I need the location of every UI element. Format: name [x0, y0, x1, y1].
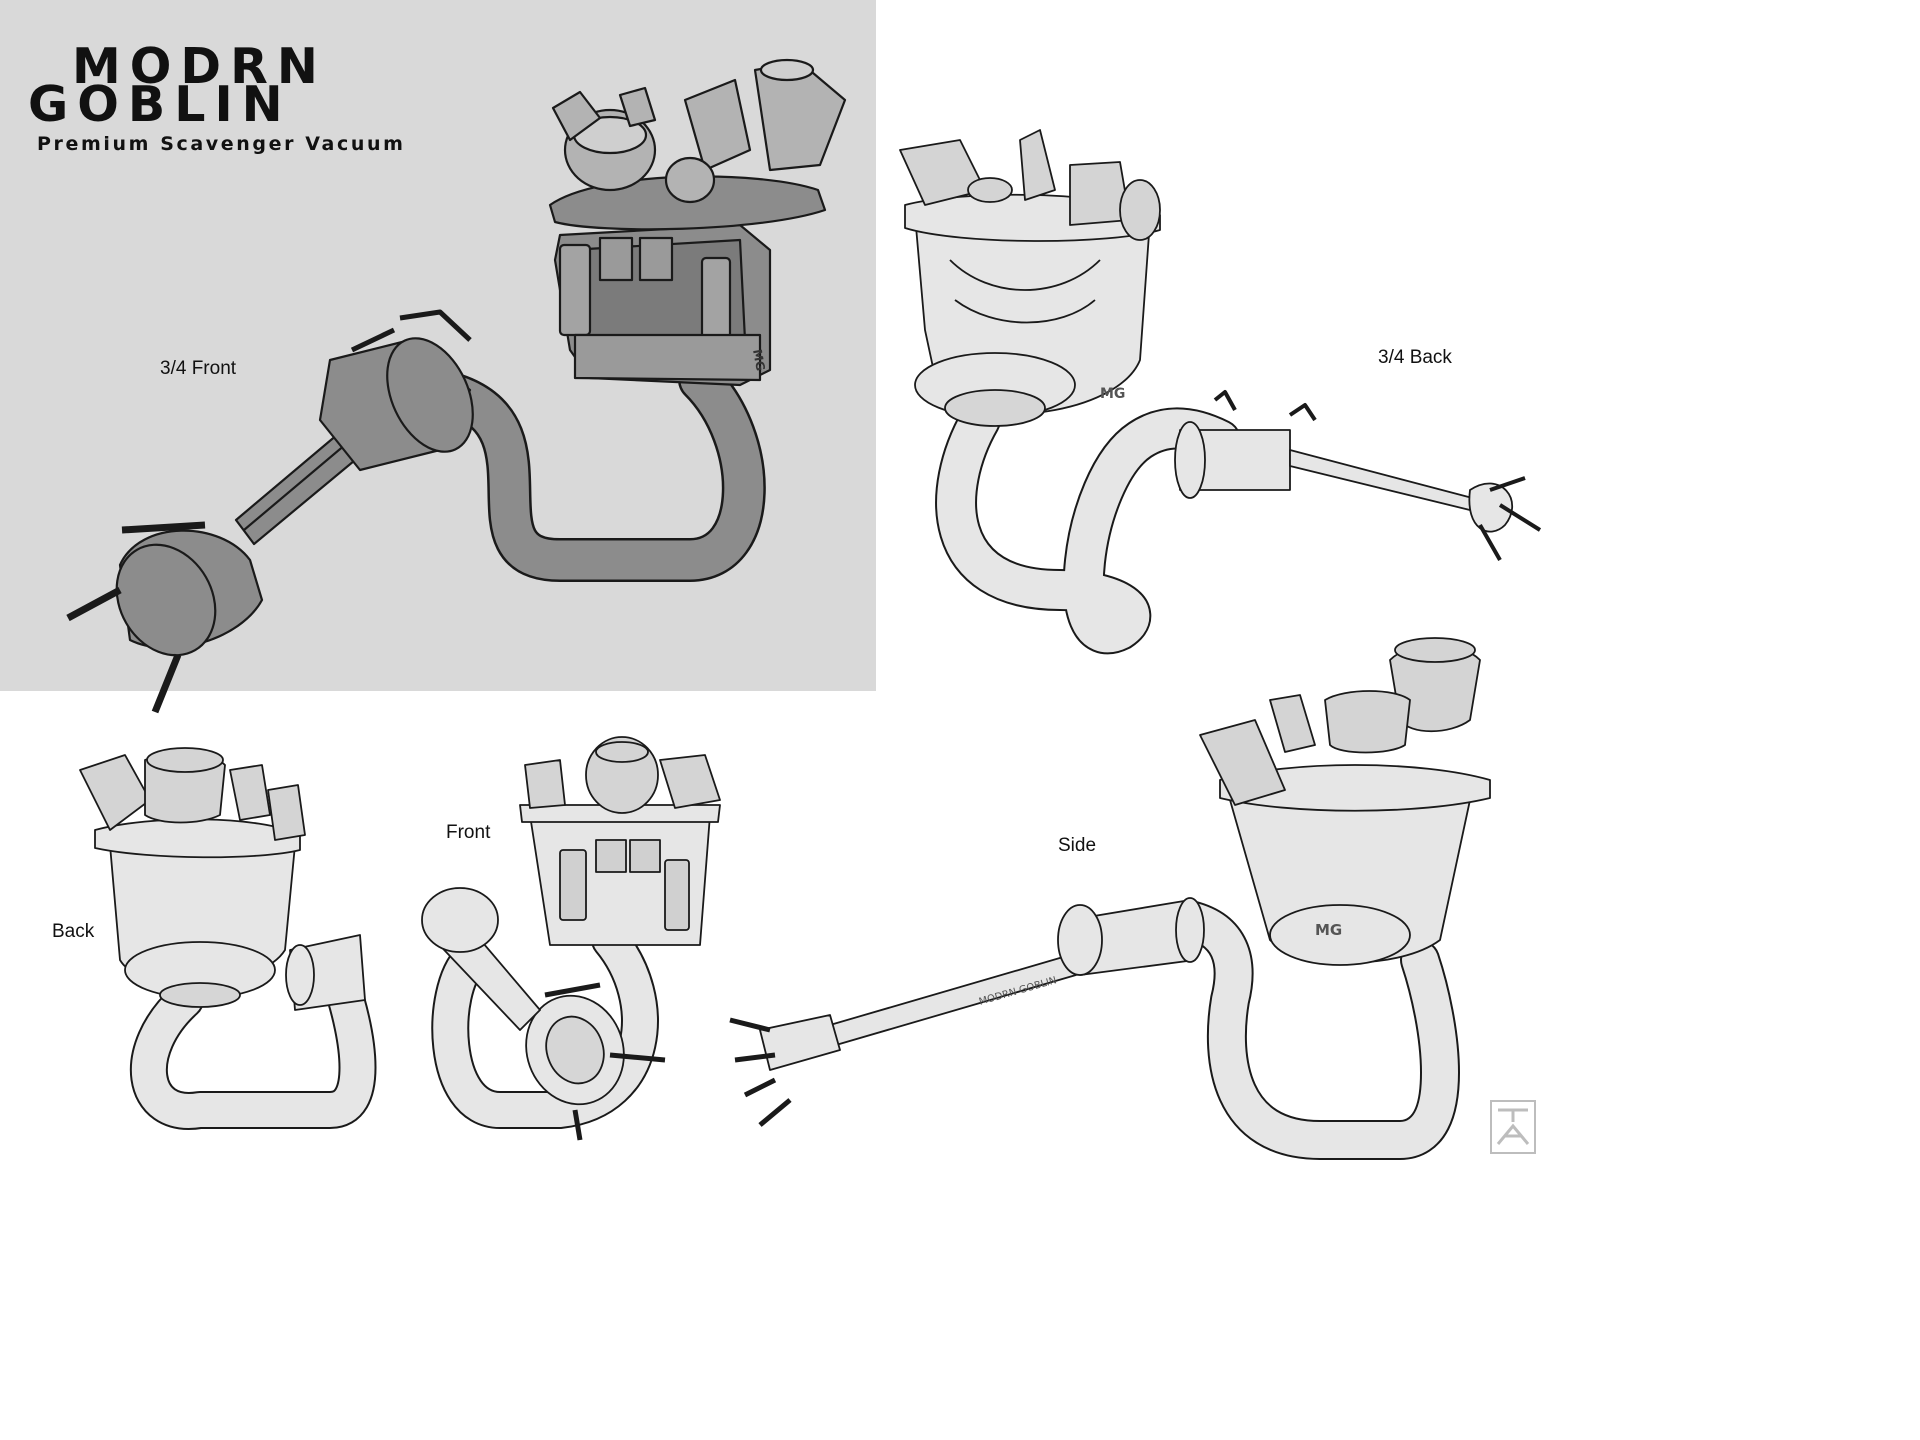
- vacuum-turnaround-illustration: MG MG: [66, 58, 1542, 1160]
- view-front: [421, 736, 721, 1141]
- label-three-quarter-front: 3/4 Front: [160, 358, 237, 379]
- view-side: MG MODRN GOBLIN: [729, 637, 1491, 1160]
- label-front: Front: [446, 822, 491, 843]
- label-back: Back: [52, 921, 95, 942]
- view-three-quarter-front: MG: [66, 58, 847, 714]
- label-side: Side: [1058, 835, 1097, 856]
- logo-line-modrn: MODRN: [72, 38, 327, 95]
- tank-badge-side: MG: [1315, 921, 1342, 939]
- artist-monogram-icon: [1490, 1100, 1536, 1154]
- view-back: [79, 747, 377, 1130]
- label-three-quarter-back: 3/4 Back: [1378, 347, 1452, 368]
- view-three-quarter-back: MG: [899, 129, 1542, 655]
- tank-badge-front: MG: [750, 348, 768, 372]
- logo-line-goblin: GOBLIN: [28, 76, 292, 133]
- logo-tagline: Premium Scavenger Vacuum: [37, 133, 406, 155]
- tank-badge-back: MG: [1100, 386, 1125, 402]
